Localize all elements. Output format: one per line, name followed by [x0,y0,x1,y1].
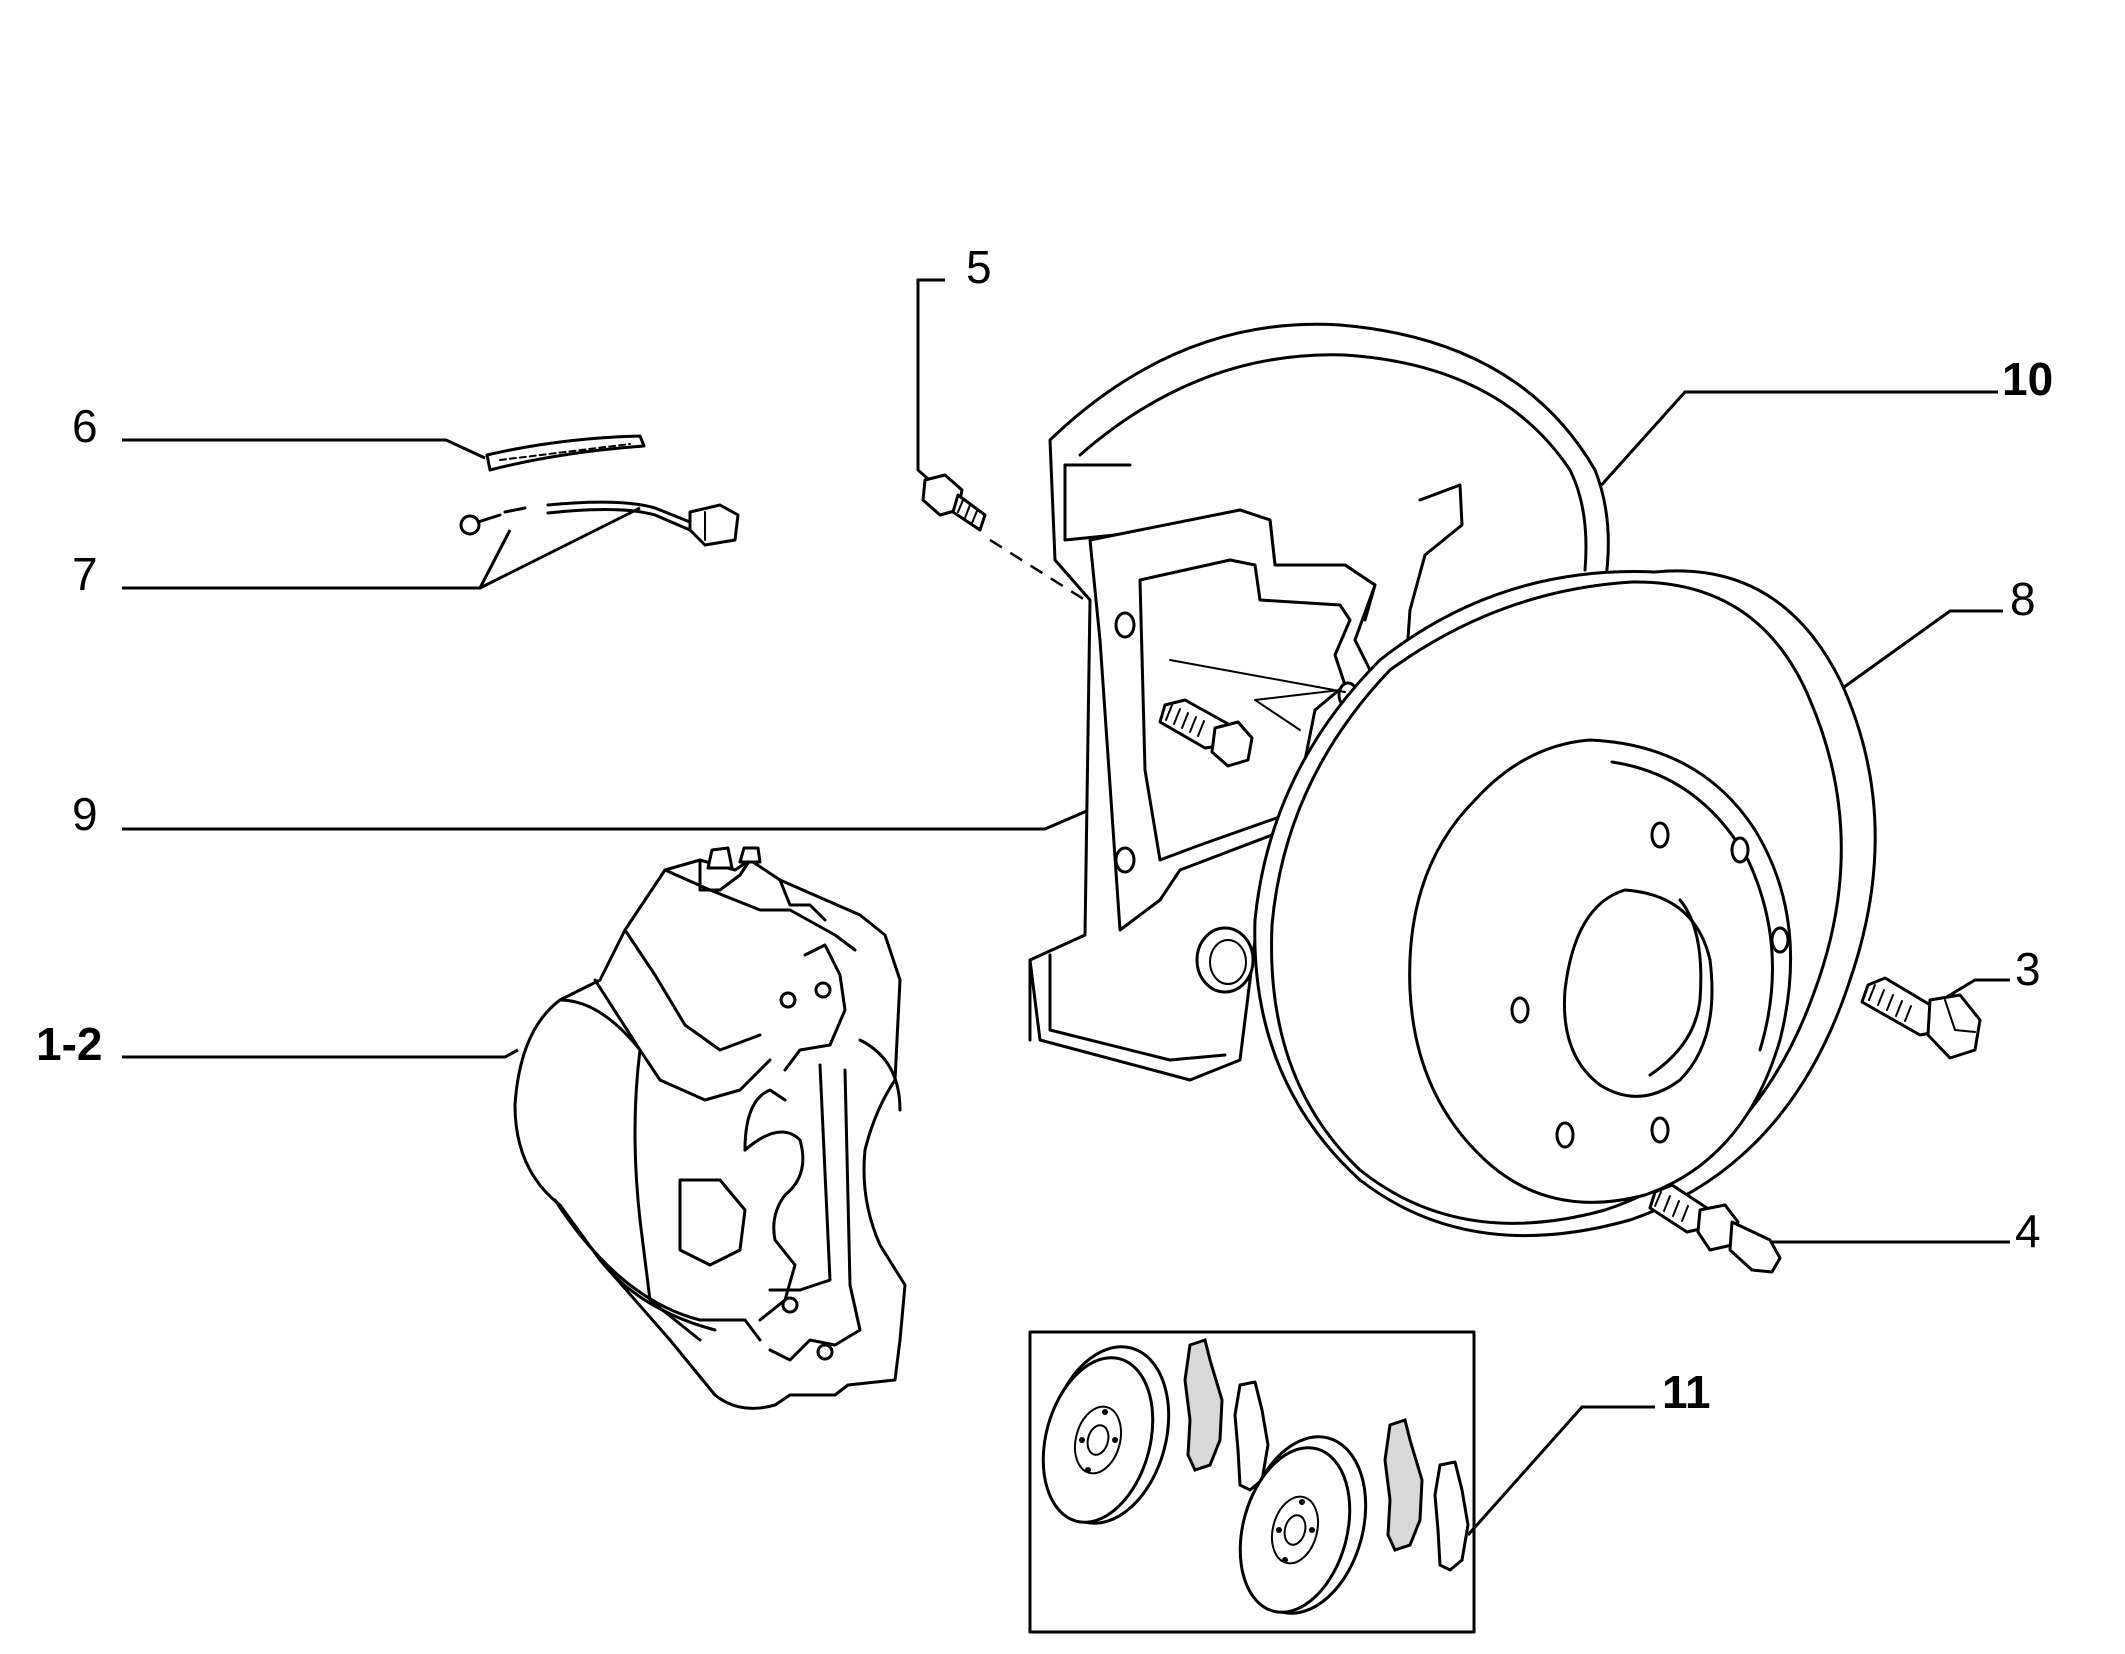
leader-3 [1944,978,2010,1000]
hex-bolt [1860,976,1982,1060]
brake-disc [1253,569,1877,1238]
leader-10 [1586,390,1998,502]
leader-lines [122,278,2010,1536]
kit-pads-2 [1383,1418,1470,1572]
callout-label-3: 3 [2015,943,2041,995]
callout-label-8: 8 [2010,573,2036,625]
callout-label-9: 9 [72,788,98,840]
kit-frame [1028,1330,1476,1634]
dust-shield [1028,322,1610,1082]
bleed-bolt [921,473,1086,602]
kit-disc-1 [1041,1345,1171,1525]
callout-label-5: 5 [966,241,992,293]
wear-sensor [459,500,740,547]
leader-11 [1466,1405,1655,1536]
caliper-bolt [1158,698,1254,768]
kit-pads-1 [1183,1338,1270,1492]
kit-disc-2 [1238,1435,1368,1615]
callout-label-1-2: 1-2 [36,1018,102,1070]
callout-label-6: 6 [72,400,98,452]
pad-wear-strip [485,434,646,472]
leader-7 [122,529,512,590]
callout-label-4: 4 [2015,1205,2041,1257]
leader-6 [122,438,486,460]
brake-caliper [513,846,907,1410]
callout-label-10: 10 [2002,353,2053,405]
leader-1-2 [122,1048,519,1059]
wheel-stud [1648,1183,1782,1274]
leader-8 [1839,609,2003,692]
leader-7b [479,506,641,590]
leader-9 [122,758,1206,831]
disc-pad-kit-box [1028,1330,1476,1634]
leader-5 [916,278,945,487]
callout-label-7: 7 [72,548,98,600]
callout-label-11: 11 [1662,1366,1711,1418]
